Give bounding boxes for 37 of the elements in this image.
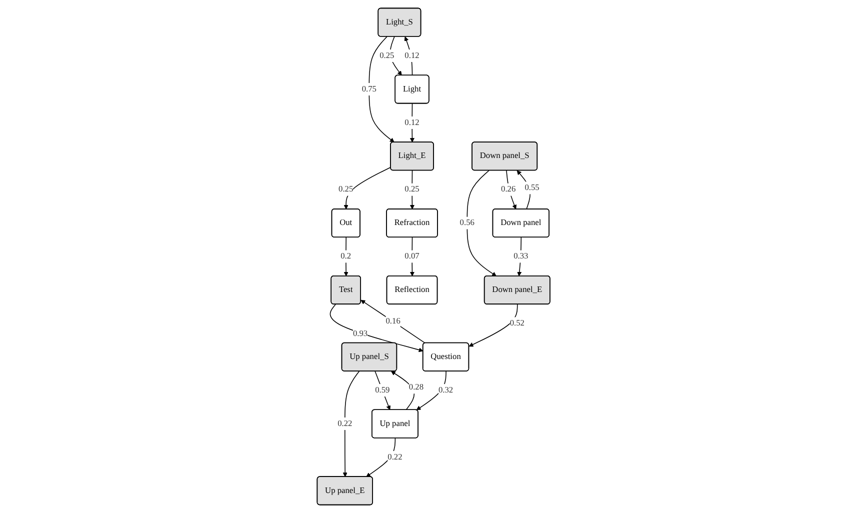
edge-label: 0.2 — [341, 252, 352, 261]
edge-label: 0.32 — [438, 386, 454, 394]
arrow — [467, 170, 497, 276]
arrow — [518, 237, 522, 276]
arrow — [404, 36, 414, 76]
edge-label: 0.22 — [388, 452, 403, 462]
arrow — [416, 370, 447, 410]
edge-label: 0.12 — [405, 51, 420, 60]
edge-label: 0.25 — [338, 184, 354, 194]
edge-label: 0.59 — [376, 386, 390, 394]
edge-label: 0.52 — [510, 318, 525, 328]
edge-label: 0.26 — [501, 184, 516, 194]
arrow — [410, 170, 415, 210]
arrow — [369, 36, 395, 142]
arrow — [410, 237, 415, 276]
arrow — [343, 370, 360, 478]
edge-label: 0.12 — [405, 118, 420, 127]
edge-label: 0.93 — [353, 329, 368, 338]
edge-label: 0.25 — [405, 184, 420, 194]
arrow — [361, 300, 426, 344]
edge-label: 0.16 — [386, 316, 401, 326]
arrow — [366, 438, 396, 478]
arrow — [344, 166, 392, 210]
edge-label: 0.22 — [338, 419, 353, 428]
edge-label: 0.07 — [405, 252, 420, 261]
arrow — [344, 237, 349, 276]
arrow — [375, 370, 392, 410]
edge-label: 0.33 — [514, 252, 529, 261]
edge-label: 0.28 — [409, 382, 424, 392]
edge-label: 0.75 — [362, 84, 377, 94]
arrow — [391, 371, 415, 410]
edge-label: 0.56 — [460, 218, 475, 228]
edge-label: 0.55 — [525, 183, 540, 192]
arrow — [517, 170, 531, 210]
arrow — [469, 304, 518, 347]
edge-label: 0.25 — [380, 51, 395, 60]
arrow — [330, 304, 424, 352]
